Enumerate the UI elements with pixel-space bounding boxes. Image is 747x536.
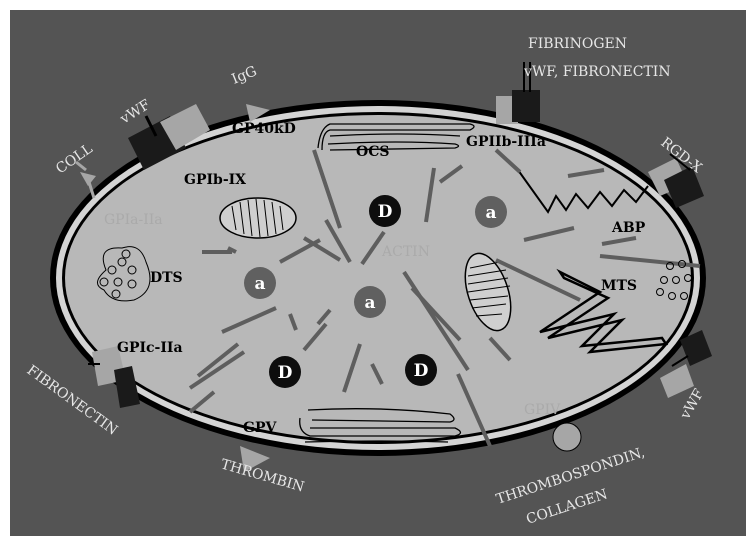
ocs-label: OCS bbox=[356, 144, 389, 160]
gpiv-receptor bbox=[553, 423, 581, 451]
dts-label: DTS bbox=[150, 270, 183, 286]
gpiib-iiia-label: GPIIb-IIIa bbox=[466, 134, 546, 150]
vwf-fibronectin-label: vWF, FIBRONECTIN bbox=[523, 64, 671, 80]
gpic-iia-label: GPIc-IIa bbox=[117, 340, 183, 356]
dense-granule-1: D bbox=[369, 195, 401, 227]
svg-text:a: a bbox=[485, 203, 496, 223]
svg-text:D: D bbox=[378, 202, 393, 222]
svg-text:D: D bbox=[414, 361, 429, 381]
gpiv-label: GPIV bbox=[524, 402, 561, 418]
fibrinogen-label: FIBRINOGEN bbox=[528, 36, 627, 52]
gpia-iia-label: GPIa-IIa bbox=[104, 212, 163, 228]
gpib-ix-label: GPIb-IX bbox=[184, 172, 246, 188]
dense-granule-3: D bbox=[405, 354, 437, 386]
svg-text:a: a bbox=[364, 293, 375, 313]
svg-text:D: D bbox=[278, 363, 293, 383]
mts-label: MTS bbox=[601, 278, 637, 294]
alpha-granule-3: a bbox=[354, 286, 386, 318]
alpha-granule-1: a bbox=[475, 196, 507, 228]
alpha-granule-2: a bbox=[244, 267, 276, 299]
mitochondrion-left bbox=[220, 198, 296, 238]
actin-label: ACTIN bbox=[381, 244, 430, 260]
gpv-label: GPV bbox=[243, 420, 277, 436]
dense-granule-2: D bbox=[269, 356, 301, 388]
abp-label: ABP bbox=[611, 220, 646, 236]
svg-text:a: a bbox=[254, 274, 265, 294]
gp40kd-label: GP40kD bbox=[232, 121, 296, 137]
